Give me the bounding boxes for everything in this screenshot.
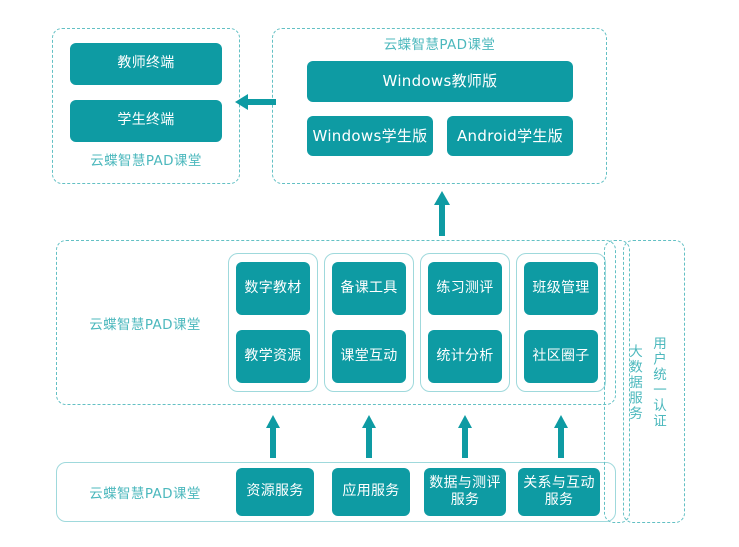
arrow-service-to-application-4: [553, 414, 569, 458]
arrow-service-to-application-2: [361, 414, 377, 458]
tile-application-service[interactable]: 应用服务: [332, 468, 410, 516]
terminal-panel-caption: 云蝶智慧PAD课堂: [90, 153, 202, 169]
service-panel-caption: 云蝶智慧PAD课堂: [89, 486, 201, 502]
auth-panel: [623, 240, 685, 523]
tile-lesson-prep-tools[interactable]: 备课工具: [332, 262, 406, 315]
tile-statistical-analysis[interactable]: 统计分析: [428, 330, 502, 383]
tile-data-assessment-service[interactable]: 数据与测评服务: [424, 468, 506, 516]
bigdata-panel-label: 大数据服务: [626, 343, 642, 422]
tile-practice-assessment[interactable]: 练习测评: [428, 262, 502, 315]
terminal-panel: [52, 28, 240, 184]
arrow-client-to-terminal: [234, 93, 276, 111]
tile-teacher-terminal[interactable]: 教师终端: [70, 43, 222, 85]
arrow-service-to-application-3: [457, 414, 473, 458]
application-panel: [56, 240, 616, 405]
tile-class-management[interactable]: 班级管理: [524, 262, 598, 315]
tile-windows-teacher-edition[interactable]: Windows教师版: [307, 61, 573, 102]
auth-panel-label: 用户统一认证: [650, 336, 666, 429]
tile-teaching-resources[interactable]: 教学资源: [236, 330, 310, 383]
arrow-application-to-client: [433, 190, 451, 236]
tile-community-circle[interactable]: 社区圈子: [524, 330, 598, 383]
tile-resource-service[interactable]: 资源服务: [236, 468, 314, 516]
application-panel-caption: 云蝶智慧PAD课堂: [89, 317, 201, 333]
tile-android-student-edition[interactable]: Android学生版: [447, 116, 573, 156]
tile-classroom-interaction[interactable]: 课堂互动: [332, 330, 406, 383]
tile-digital-textbook[interactable]: 数字教材: [236, 262, 310, 315]
tile-windows-student-edition[interactable]: Windows学生版: [307, 116, 433, 156]
tile-student-terminal[interactable]: 学生终端: [70, 100, 222, 142]
client-panel-caption: 云蝶智慧PAD课堂: [383, 37, 496, 53]
arrow-service-to-application-1: [265, 414, 281, 458]
tile-relation-interaction-service[interactable]: 关系与互动服务: [518, 468, 600, 516]
client-panel: [272, 28, 607, 184]
bigdata-panel: [604, 240, 630, 523]
